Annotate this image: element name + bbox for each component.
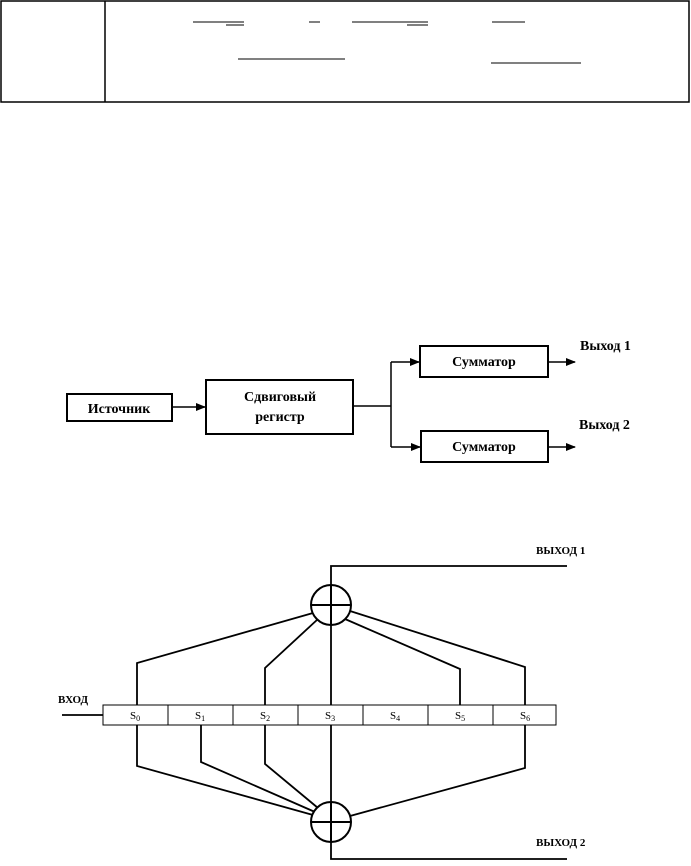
table-border [0, 0, 690, 103]
register-label-line1: Сдвиговый [244, 390, 316, 405]
register-body [102, 704, 557, 726]
output2-line [330, 840, 567, 860]
lower-taps [136, 725, 526, 817]
source-label: Источник [88, 402, 151, 417]
output1-line [330, 565, 567, 586]
block-diagram: Источник Сдвиговый регистр Сумматор Сумм… [66, 339, 631, 463]
output2-label: Выход 2 [579, 418, 630, 433]
cell-s4: S4 [390, 710, 400, 723]
encoder-diagram: ВЫХОД 1 ВЫХОД 2 ВХОД [58, 545, 586, 860]
output1-label: Выход 1 [580, 339, 631, 354]
encoder-input-label: ВХОД [58, 694, 88, 706]
encoder-output1-label: ВЫХОД 1 [536, 545, 585, 557]
encoder-output2-label: ВЫХОД 2 [536, 837, 586, 849]
formula-fragments [193, 21, 581, 64]
cell-s5: S5 [455, 710, 465, 723]
cell-s3: S3 [325, 710, 335, 723]
cell-s1: S1 [195, 710, 205, 723]
adder2-label: Сумматор [452, 440, 516, 455]
register-label-line2: регистр [255, 410, 305, 425]
adder1-label: Сумматор [452, 355, 516, 370]
adder2-xor-icon [310, 801, 352, 843]
shift-register: S0 S1 S2 S3 S4 S5 S6 [102, 704, 557, 726]
adder1-xor-icon [310, 584, 352, 626]
cell-s0: S0 [130, 710, 140, 723]
upper-taps [136, 610, 526, 705]
top-table [0, 0, 690, 103]
cell-s2: S2 [260, 710, 270, 723]
cell-s6: S6 [520, 710, 530, 723]
register-box [205, 379, 354, 435]
